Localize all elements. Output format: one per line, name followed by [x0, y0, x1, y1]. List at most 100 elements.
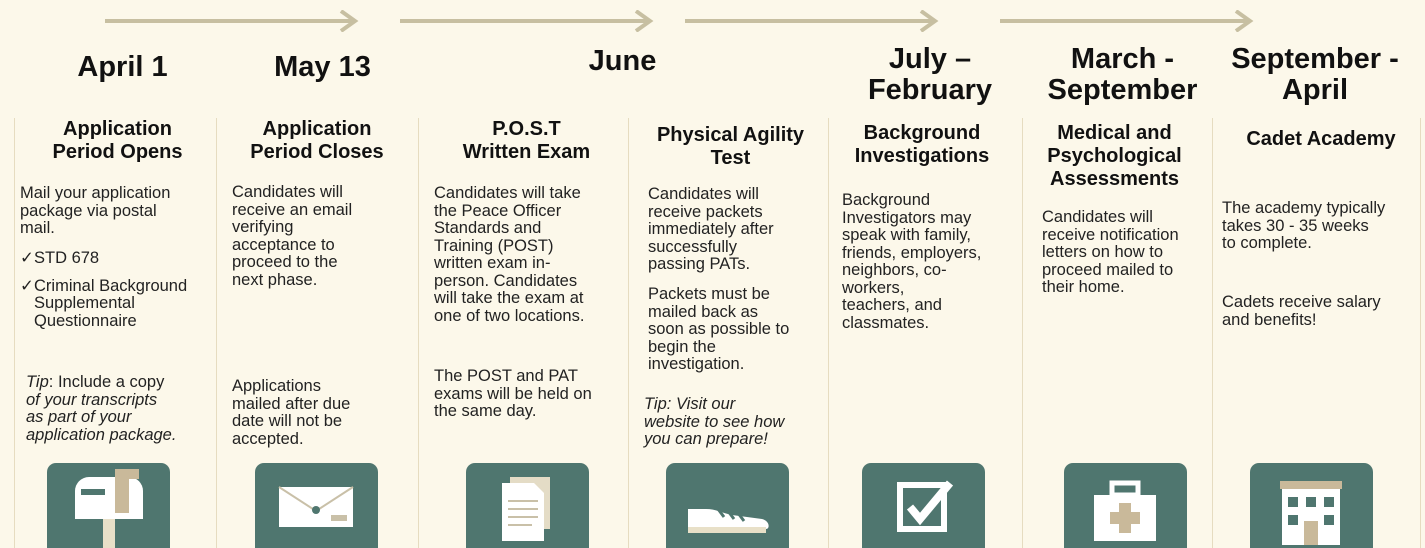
text-line: date will not be	[232, 412, 343, 430]
step-title-line: Investigations	[854, 145, 990, 167]
text-line: application package.	[26, 425, 177, 444]
step-title-line: Cadet Academy	[1246, 128, 1396, 150]
step-description: Mail your application package via postal…	[20, 184, 215, 238]
step-title: Application Period Opens	[20, 118, 215, 164]
checklist-item-label: Supplemental	[34, 294, 135, 312]
checklist-item-label: Criminal Background	[34, 276, 188, 295]
step-title-line: Physical Agility	[656, 124, 805, 146]
text-line: exams will be held on	[434, 384, 592, 403]
column-divider	[14, 118, 15, 548]
column-divider	[628, 118, 629, 548]
text-line: as part of your	[26, 408, 132, 426]
text-line: of your transcripts	[26, 390, 158, 409]
step-description: Background Investigators may speak with …	[842, 191, 1022, 332]
date-june: June	[588, 45, 657, 77]
step-description: Candidates will take the Peace Officer S…	[434, 184, 624, 325]
mailbox-icon	[47, 463, 170, 548]
text-line: The academy typically	[1222, 199, 1386, 217]
step-background-investigations: Background Investigations Background Inv…	[842, 118, 1022, 548]
text-line: Candidates will	[232, 183, 343, 201]
date-july-february: July – February	[830, 44, 1030, 106]
date-line-2: February	[867, 74, 993, 106]
step-application-closes: Application Period Closes Candidates wil…	[232, 118, 417, 548]
text-line: mailed back as	[648, 302, 759, 321]
date-september-april: September - April	[1215, 44, 1415, 106]
text-line: Mail your application	[20, 184, 171, 202]
text-line: receive an email	[232, 200, 353, 219]
text-line: classmates.	[842, 313, 930, 332]
checklist-item-label: Questionnaire	[34, 311, 137, 330]
date-line-2: September	[1047, 74, 1198, 106]
text-line: investigation.	[648, 355, 745, 373]
checklist: ✓ STD 678 ✓ Criminal Background Suppleme…	[20, 249, 215, 331]
text-line: accepted.	[232, 429, 304, 448]
checklist-item-label: STD 678	[34, 249, 100, 267]
text-line: person. Candidates	[434, 271, 578, 290]
step-title-line: Background	[863, 122, 981, 144]
text-line: you can prepare!	[644, 430, 768, 448]
text-line: next phase.	[232, 270, 318, 289]
timeline-arrow-2	[400, 10, 654, 32]
text-line: Tip: Include a copy	[26, 373, 215, 392]
text-line: friends, employers,	[842, 243, 982, 262]
date-march-september: March - September	[1025, 44, 1220, 106]
date-may-13: May 13	[274, 51, 371, 83]
text-line: Candidates will	[648, 185, 759, 203]
text-line: proceed to the	[232, 253, 338, 271]
checkbox-icon	[862, 463, 985, 548]
text-line: Training (POST)	[434, 236, 554, 255]
tip: Tip: Include a copy of your transcripts …	[26, 373, 215, 444]
text-line: their home.	[1042, 278, 1125, 296]
step-title-line: Written Exam	[462, 141, 591, 163]
column-divider	[1420, 118, 1421, 548]
text-line: letters on how to	[1042, 243, 1164, 261]
checklist-item-criminal-background: ✓ Criminal Background Supplemental Quest…	[20, 276, 215, 331]
timeline-arrow-3	[685, 10, 939, 32]
step-note: The POST and PAT exams will be held on t…	[434, 367, 624, 421]
text-line: begin the	[648, 337, 716, 356]
text-line: Cadets receive salary	[1222, 293, 1381, 311]
text-line: the Peace Officer	[434, 201, 562, 220]
document-icon	[466, 463, 589, 548]
step-title-line: Medical and	[1057, 122, 1172, 144]
date-april-1: April 1	[77, 51, 168, 83]
date-line-2: April	[1281, 74, 1349, 106]
text-line: immediately after	[648, 220, 774, 238]
text-line: Candidates will	[1042, 208, 1153, 226]
step-description: The academy typically takes 30 - 35 week…	[1222, 199, 1420, 253]
text-line: one of two locations.	[434, 306, 585, 325]
text-line: verifying	[232, 218, 294, 236]
step-title: P.O.S.T Written Exam	[429, 118, 624, 164]
tip-text: : Include a copy	[48, 373, 165, 391]
text-line: website to see how	[644, 412, 785, 431]
step-description: Candidates will receive notification let…	[1042, 208, 1212, 297]
step-title-line: Period Closes	[250, 141, 384, 163]
step-application-opens: Application Period Opens Mail your appli…	[20, 118, 215, 548]
medical-kit-icon	[1064, 463, 1187, 548]
step-note: Applications mailed after due date will …	[232, 377, 417, 448]
text-line: passing PATs.	[648, 255, 751, 273]
step-cadet-academy: Cadet Academy The academy typically take…	[1222, 118, 1420, 548]
text-line: neighbors, co-	[842, 261, 947, 279]
step-title-line: Application	[63, 118, 172, 140]
text-line: and benefits!	[1222, 310, 1317, 329]
step-description: Candidates will receive packets immediat…	[648, 185, 823, 274]
text-line: written exam in-	[434, 254, 551, 272]
envelope-icon	[255, 463, 378, 548]
text-line: mail.	[20, 219, 55, 237]
text-line: Candidates will take	[434, 184, 581, 202]
text-line: teachers, and	[842, 296, 942, 314]
step-title: Physical Agility Test	[638, 124, 823, 170]
timeline-arrow-1	[105, 10, 359, 32]
tip: Tip: Visit our website to see how you ca…	[644, 395, 823, 449]
step-title-line: P.O.S.T	[492, 118, 561, 140]
step-title: Application Period Closes	[217, 118, 417, 164]
step-title: Background Investigations	[822, 122, 1022, 168]
checklist-item-std-678: ✓ STD 678	[20, 249, 215, 268]
text-line: receive notification	[1042, 225, 1179, 244]
step-title: Cadet Academy	[1222, 128, 1420, 151]
text-line: mailed after due	[232, 394, 351, 413]
text-line: successfully	[648, 237, 737, 256]
column-divider	[418, 118, 419, 548]
step-title-line: Application	[262, 118, 372, 140]
